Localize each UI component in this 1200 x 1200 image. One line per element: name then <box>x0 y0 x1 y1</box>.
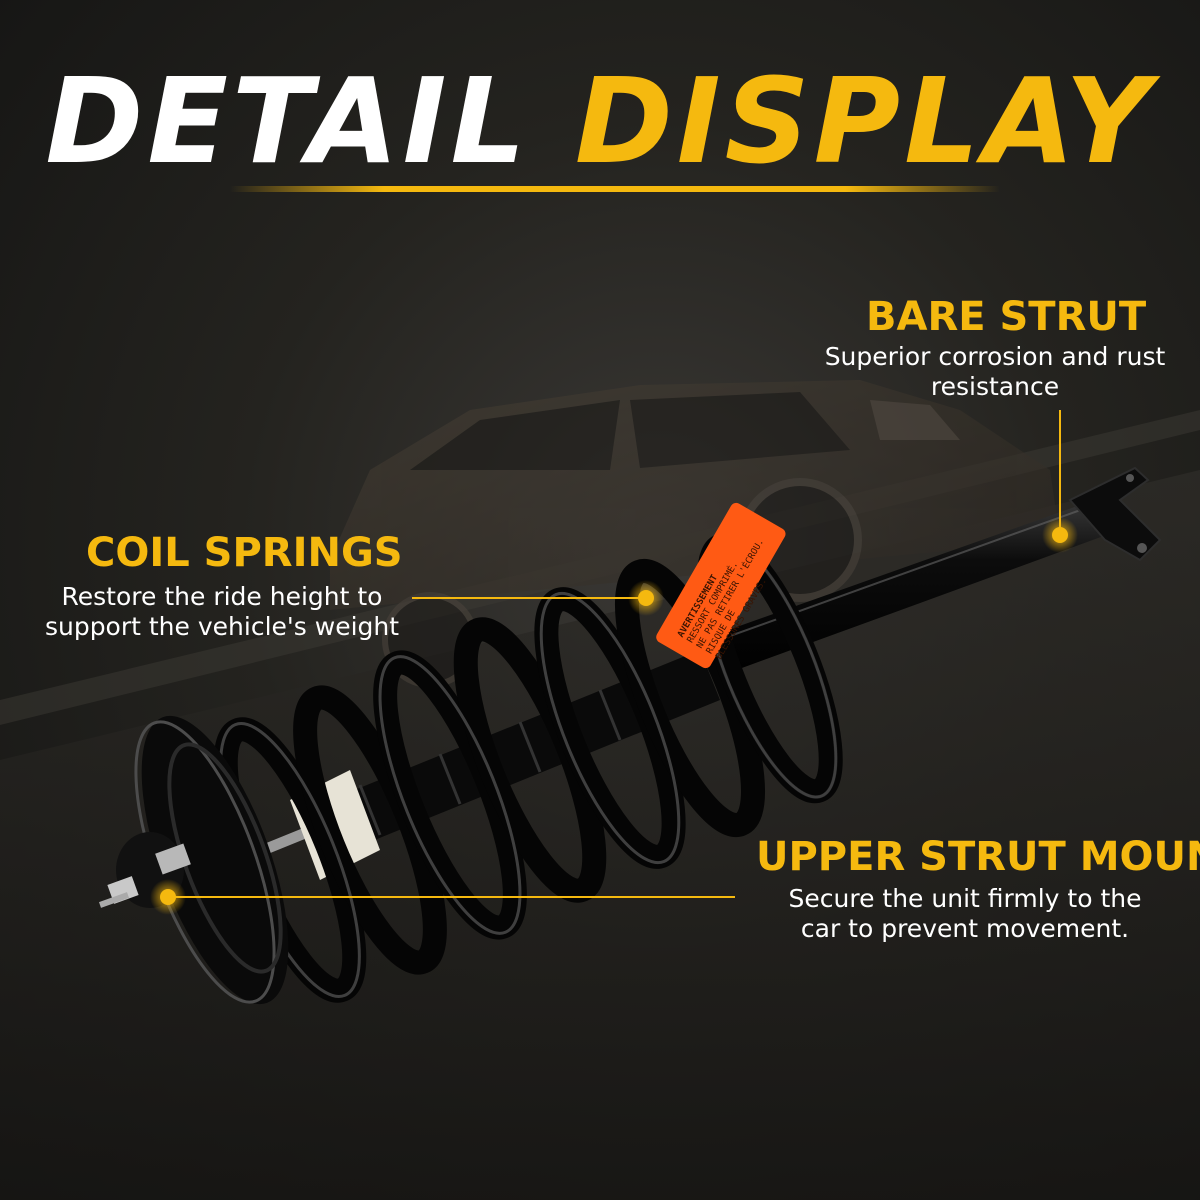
upper-mount-desc-line: car to prevent movement. <box>800 914 1130 943</box>
bare-strut-desc-line: resistance <box>930 372 1060 401</box>
title-underline <box>230 186 1000 192</box>
title-word-detail: DETAIL <box>45 52 530 190</box>
coil-springs-dot <box>628 580 664 616</box>
page-title: DETAIL DISPLAY <box>0 62 1200 180</box>
strut-assembly <box>98 466 1162 1005</box>
upper-mount-heading: UPPER STRUT MOUNT <box>756 834 1200 880</box>
bare-strut-desc-line: Superior corrosion and rust <box>824 342 1166 371</box>
upper-mount-dot <box>150 879 186 915</box>
coil-springs-description: Restore the ride height to support the v… <box>22 582 422 642</box>
bare-strut-heading: BARE STRUT <box>866 294 1147 340</box>
bare-strut-description: Superior corrosion and rust resistance <box>800 342 1190 402</box>
title-word-display: DISPLAY <box>574 52 1155 190</box>
upper-mount-desc-line: Secure the unit firmly to the <box>788 884 1142 913</box>
upper-mount-description: Secure the unit firmly to the car to pre… <box>760 884 1170 944</box>
coil-springs-desc-line: Restore the ride height to <box>61 582 383 611</box>
strut-bracket <box>1068 466 1162 562</box>
warning-label <box>656 502 786 669</box>
coil-springs-desc-line: support the vehicle's weight <box>44 612 400 641</box>
bare-strut-dot <box>1042 517 1078 553</box>
coil-springs-heading: COIL SPRINGS <box>86 530 403 576</box>
